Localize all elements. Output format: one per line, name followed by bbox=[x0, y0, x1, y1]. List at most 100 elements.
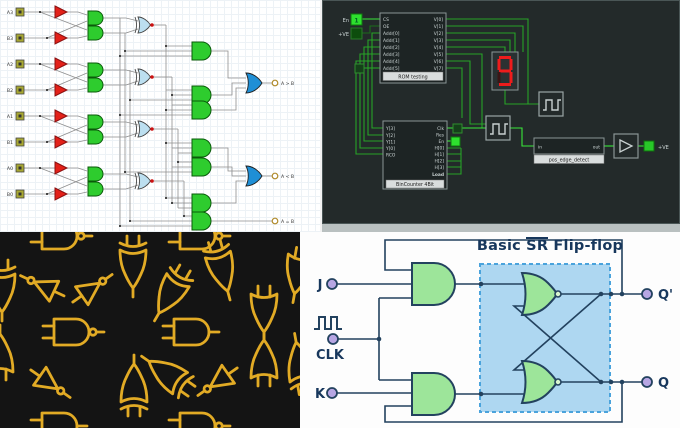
input-label: B3 bbox=[7, 36, 13, 42]
and-gate bbox=[191, 193, 212, 213]
simulator-svg: ROM testing CS OE Addr[0] Addr[1] Addr[2… bbox=[322, 0, 680, 232]
input-label: A1 bbox=[7, 114, 13, 120]
sim-wires bbox=[355, 18, 644, 175]
and-gate bbox=[191, 157, 212, 177]
buffer-gate bbox=[613, 133, 639, 159]
nor-output-bubble bbox=[554, 378, 562, 386]
title-suffix: Flip-flop bbox=[548, 238, 624, 254]
rom-left-pins: CS OE Addr[0] Addr[1] Addr[2] Addr[3] Ad… bbox=[383, 17, 400, 72]
counter-left-pins: Y[3] Y[2] Y[1] Y[0] RCO bbox=[385, 126, 396, 159]
comparator-schematic: A3 B3 A2 B2 A1 B1 A0 B0 A > B A < B A = … bbox=[0, 0, 320, 232]
comparator-svg: A3 B3 A2 B2 A1 B1 A0 B0 A > B A < B A = … bbox=[7, 0, 294, 231]
nor-gate bbox=[520, 359, 559, 405]
svg-text:Addr[5]: Addr[5] bbox=[383, 66, 400, 72]
junction-dots bbox=[119, 45, 185, 227]
svg-text:En: En bbox=[438, 139, 444, 145]
svg-text:V[2]: V[2] bbox=[434, 31, 444, 37]
svg-text:RCO: RCO bbox=[386, 153, 396, 159]
and-gate bbox=[191, 211, 212, 231]
input-label: B1 bbox=[7, 140, 13, 146]
svg-text:Y[1]: Y[1] bbox=[385, 140, 395, 146]
svg-text:Addr[4]: Addr[4] bbox=[383, 59, 400, 65]
svg-text:Clk: Clk bbox=[437, 126, 444, 132]
output-pin bbox=[271, 172, 279, 180]
k-terminal bbox=[326, 387, 338, 399]
low-probe bbox=[452, 123, 463, 134]
svg-text:1: 1 bbox=[354, 18, 358, 25]
gate-tiles bbox=[0, 232, 300, 428]
svg-text:Y[3]: Y[3] bbox=[385, 126, 395, 132]
svg-text:H[3]: H[3] bbox=[434, 165, 444, 171]
gate-pattern-svg bbox=[0, 232, 300, 428]
title-overline: SR bbox=[526, 237, 549, 254]
and-gate bbox=[191, 100, 212, 120]
nor-output-bubble bbox=[554, 290, 562, 298]
output-label: A < B bbox=[281, 174, 294, 180]
rom-label: ROM testing bbox=[398, 75, 427, 81]
input-label: A0 bbox=[7, 166, 13, 172]
input-label: B2 bbox=[7, 88, 13, 94]
and-gate bbox=[191, 41, 212, 61]
output-probe bbox=[643, 140, 655, 152]
svg-text:Y[0]: Y[0] bbox=[385, 146, 395, 152]
title-prefix: Basic bbox=[476, 238, 527, 254]
output-tag: +VE bbox=[658, 145, 669, 151]
flipflop-diagram: J CLK K Q' Q Basic SR Flip-flop bbox=[300, 232, 680, 428]
clock-waveform-icon bbox=[314, 316, 342, 330]
clock-block-1 bbox=[538, 91, 564, 117]
low-probe bbox=[350, 27, 363, 40]
or-gate bbox=[245, 72, 263, 94]
qbar-terminal bbox=[641, 288, 653, 300]
probe-boxes: 1 En +VE +VE bbox=[338, 13, 669, 152]
svg-text:Y[2]: Y[2] bbox=[385, 133, 395, 139]
flipflop-title: Basic SR Flip-flop bbox=[460, 237, 640, 254]
input-label: B0 bbox=[7, 192, 13, 198]
q-label: Q bbox=[658, 376, 669, 391]
buffer-icon bbox=[619, 138, 634, 154]
svg-text:Load: Load bbox=[432, 172, 444, 178]
svg-text:H[1]: H[1] bbox=[434, 152, 444, 158]
counter-right-pins: Clk Res En H[0] H[1] H[2] H[3] Load bbox=[432, 126, 445, 178]
simulator-screenshot: ROM testing CS OE Addr[0] Addr[1] Addr[2… bbox=[320, 0, 680, 232]
q-terminal bbox=[641, 376, 653, 388]
clk-label: CLK bbox=[316, 348, 345, 363]
output-pin bbox=[271, 217, 279, 225]
svg-text:V[6]: V[6] bbox=[434, 59, 444, 65]
svg-text:H[2]: H[2] bbox=[434, 159, 444, 165]
wire-bus bbox=[119, 18, 272, 227]
output-label: A > B bbox=[281, 81, 294, 87]
rom-block: ROM testing CS OE Addr[0] Addr[1] Addr[2… bbox=[379, 12, 447, 84]
or-gate bbox=[245, 165, 263, 187]
svg-text:Addr[1]: Addr[1] bbox=[383, 38, 400, 44]
svg-text:Addr[2]: Addr[2] bbox=[383, 45, 400, 51]
svg-text:V[5]: V[5] bbox=[434, 52, 444, 58]
svg-text:Res: Res bbox=[436, 133, 445, 139]
svg-text:CS: CS bbox=[383, 17, 389, 23]
supply-tag: +VE bbox=[338, 32, 349, 38]
input-label: A3 bbox=[7, 10, 13, 16]
qbar-label: Q' bbox=[658, 288, 673, 303]
edge-out-pin: out bbox=[593, 145, 600, 151]
svg-text:V[1]: V[1] bbox=[434, 24, 444, 30]
high-probe bbox=[350, 13, 363, 26]
clock-block-2 bbox=[485, 115, 511, 141]
nor-gate bbox=[520, 271, 559, 317]
svg-text:Addr[3]: Addr[3] bbox=[383, 52, 400, 58]
flipflop-svg: J CLK K Q' Q bbox=[314, 239, 673, 423]
sim-bottom-bar bbox=[322, 224, 680, 232]
edge-detector-block: in out pos_edge_detect bbox=[533, 137, 605, 164]
low-probe bbox=[354, 63, 365, 74]
j-label: J bbox=[317, 278, 323, 293]
junction-dots bbox=[376, 281, 625, 397]
svg-text:Addr[0]: Addr[0] bbox=[383, 31, 400, 37]
svg-text:OE: OE bbox=[383, 24, 389, 30]
k-label: K bbox=[315, 387, 326, 402]
output-label: A = B bbox=[281, 219, 294, 225]
svg-text:V[7]: V[7] bbox=[434, 66, 444, 72]
svg-text:H[0]: H[0] bbox=[434, 146, 444, 152]
seven-segment-display bbox=[491, 51, 519, 91]
and-gate bbox=[411, 262, 456, 306]
and-gate bbox=[191, 138, 212, 158]
input-label: A2 bbox=[7, 62, 13, 68]
